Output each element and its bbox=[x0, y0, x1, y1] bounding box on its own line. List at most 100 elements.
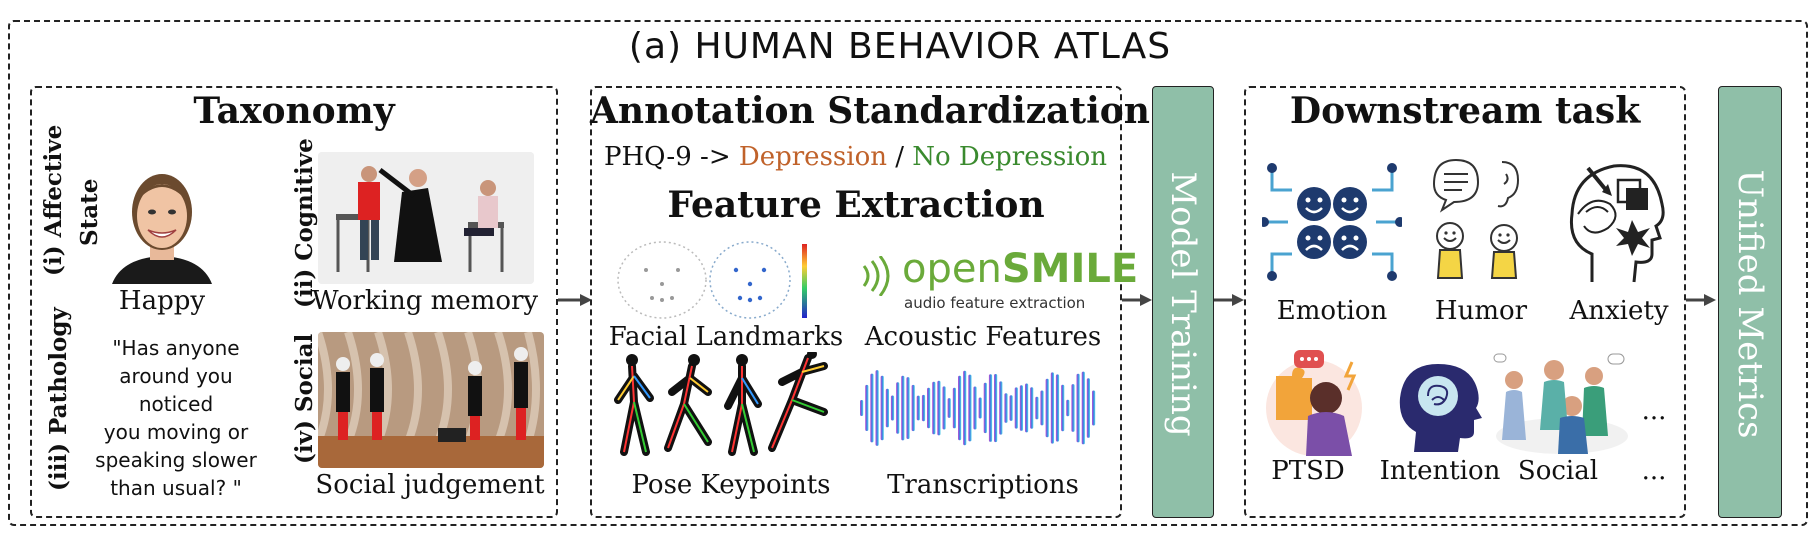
outer-frame bbox=[8, 20, 1808, 526]
waveform-bar bbox=[983, 382, 987, 434]
waveform-bar bbox=[1045, 378, 1049, 438]
waveform-bar bbox=[963, 370, 967, 446]
taxonomy-panel bbox=[30, 86, 558, 518]
social-judgement-image bbox=[318, 332, 544, 468]
waveform-bar bbox=[973, 386, 977, 430]
downstream-title-wrap: Downstream task bbox=[1244, 90, 1686, 132]
transcription-waveform bbox=[860, 368, 1100, 448]
happy-label: Happy bbox=[118, 286, 206, 316]
social-judgement-label: Social judgement bbox=[315, 470, 545, 500]
opensmile-sub: audio feature extraction bbox=[904, 294, 1086, 312]
waveform-bar bbox=[978, 397, 982, 419]
ellipsis-icon-row: ... bbox=[1641, 396, 1667, 426]
facial-landmarks-image bbox=[612, 240, 812, 322]
affective-label: (i) Affective bbox=[40, 124, 67, 276]
waveform-bar bbox=[870, 373, 874, 443]
feature-title-wrap: Feature Extraction bbox=[590, 184, 1122, 226]
waveform-bar bbox=[968, 374, 972, 442]
waveform-bar bbox=[880, 375, 884, 441]
quote-line: you moving or bbox=[103, 420, 249, 444]
waveform-bar bbox=[875, 370, 879, 446]
working-memory-image bbox=[318, 152, 534, 284]
no-depression-text: No Depression bbox=[912, 142, 1108, 172]
waveform-bar bbox=[1086, 378, 1090, 438]
humor-icon bbox=[1426, 154, 1532, 286]
waveform-bar bbox=[921, 394, 926, 422]
waveform-bar bbox=[937, 380, 941, 436]
waveform-bar bbox=[1019, 385, 1023, 431]
waveform-bar bbox=[1066, 399, 1070, 417]
annotation-title: Annotation Standardization bbox=[590, 90, 1150, 132]
acoustic-features-label: Acoustic Features bbox=[864, 322, 1102, 352]
ellipsis-label-row: ... bbox=[1641, 456, 1667, 486]
waveform-bar bbox=[988, 374, 993, 442]
waveform-bar bbox=[906, 377, 910, 439]
pathology-label: (iii) Pathology bbox=[45, 307, 72, 491]
model-training-block bbox=[1152, 86, 1214, 518]
waveform-bar bbox=[952, 387, 956, 429]
pose-keypoints-label: Pose Keypoints bbox=[631, 470, 831, 500]
waveform-bar bbox=[1009, 395, 1013, 421]
waveform-bar bbox=[1061, 384, 1065, 432]
slash: / bbox=[886, 142, 913, 172]
feature-title: Feature Extraction bbox=[667, 184, 1045, 226]
waveform-bar bbox=[885, 388, 889, 428]
waveform-bar bbox=[916, 395, 920, 421]
waveform-bar bbox=[958, 375, 962, 441]
waveform-bar bbox=[942, 386, 946, 430]
waveform-bar bbox=[1050, 372, 1054, 444]
quote-line: "Has anyone bbox=[112, 336, 240, 360]
downstream-panel bbox=[1244, 86, 1686, 518]
waveform-bar bbox=[1092, 390, 1096, 426]
waveform-bar bbox=[1071, 384, 1075, 432]
waveform-bar bbox=[1004, 393, 1008, 423]
anxiety-label: Anxiety bbox=[1569, 296, 1669, 326]
taxonomy-title: Taxonomy bbox=[193, 90, 395, 132]
waveform-bar bbox=[1055, 374, 1060, 442]
facial-landmarks-label: Facial Landmarks bbox=[608, 322, 844, 352]
quote-line: than usual? " bbox=[110, 476, 242, 500]
intention-icon bbox=[1394, 360, 1486, 452]
emotion-label: Emotion bbox=[1276, 296, 1388, 326]
waveform-bar bbox=[927, 387, 931, 429]
waveform-bar bbox=[890, 395, 895, 421]
opensmile-open: open bbox=[902, 246, 1002, 292]
waveform-bar bbox=[1035, 396, 1039, 420]
waveform-bar bbox=[896, 382, 900, 434]
humor-label: Humor bbox=[1434, 296, 1528, 326]
working-memory-label: Working memory bbox=[311, 286, 539, 316]
depression-text: Depression bbox=[738, 142, 887, 172]
social-label-downstream: Social bbox=[1517, 456, 1599, 486]
arrow-3 bbox=[1214, 294, 1244, 306]
quote-line: speaking slower bbox=[95, 448, 257, 472]
unified-metrics-block bbox=[1718, 86, 1782, 518]
waveform-bar bbox=[1014, 387, 1018, 429]
opensmile-smile: SMILE bbox=[1001, 246, 1139, 292]
arrow-2 bbox=[1122, 294, 1152, 306]
taxonomy-title-wrap: Taxonomy bbox=[30, 90, 558, 132]
cognitive-label: (ii) Cognitive bbox=[291, 138, 318, 308]
social-icon bbox=[1492, 350, 1632, 456]
main-title-wrap: (a) HUMAN BEHAVIOR ATLAS bbox=[600, 26, 1200, 67]
transcriptions-label: Transcriptions bbox=[887, 470, 1079, 500]
phq-prefix: PHQ-9 -> bbox=[604, 142, 739, 172]
waveform-bar bbox=[1040, 390, 1044, 426]
quote-line: around you noticed bbox=[119, 364, 233, 416]
main-title: (a) HUMAN BEHAVIOR ATLAS bbox=[628, 26, 1172, 67]
waveform-bar bbox=[901, 375, 905, 441]
arrow-4 bbox=[1686, 294, 1716, 306]
phq-line: PHQ-9 -> Depression / No Depression bbox=[604, 142, 1107, 172]
waveform-bar bbox=[1081, 371, 1085, 445]
pathology-quote: "Has anyone around you noticed you movin… bbox=[84, 334, 268, 502]
pose-keypoints-image bbox=[612, 349, 832, 458]
anxiety-icon bbox=[1562, 154, 1672, 284]
waveform-bar bbox=[1076, 373, 1080, 443]
waveform-bar bbox=[932, 381, 936, 435]
waveform-bar bbox=[1030, 387, 1034, 429]
ptsd-icon bbox=[1252, 346, 1376, 458]
waveform-bar bbox=[994, 374, 998, 443]
arrow-1 bbox=[558, 294, 592, 306]
waveform-bar bbox=[1025, 383, 1029, 433]
opensmile-logo: openSMILE audio feature extraction bbox=[858, 246, 1138, 314]
sound-wave-icon bbox=[862, 256, 890, 296]
